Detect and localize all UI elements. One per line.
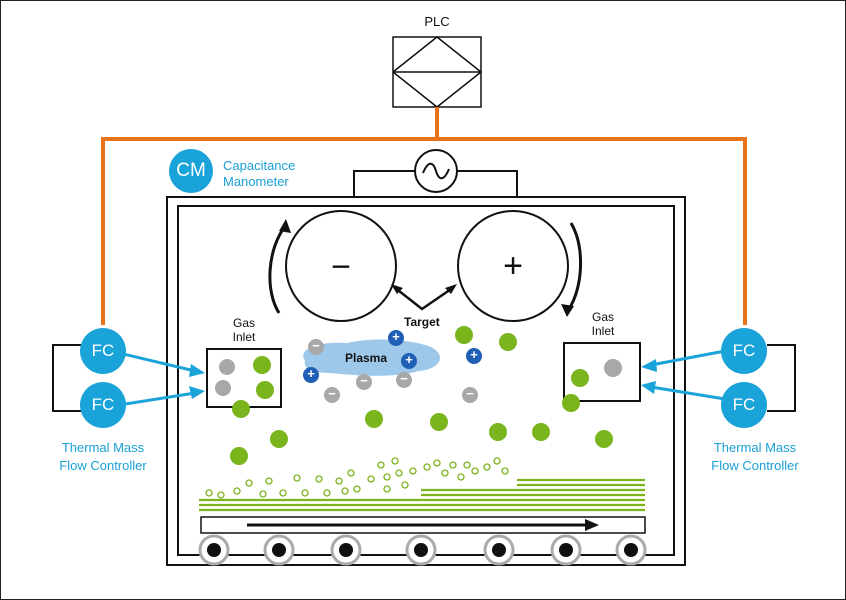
roller-icon (198, 534, 230, 566)
fc-left-top-label: FC (91, 341, 115, 360)
plasma-label: Plasma (345, 351, 388, 365)
negative-ion-sign: − (466, 386, 474, 401)
negative-ion (324, 387, 340, 403)
positive-ions (303, 330, 482, 383)
sputtered-particles (230, 326, 613, 465)
gas-inlet-right-line1: Gas (591, 310, 614, 324)
deposition-bubbles (205, 457, 509, 499)
roller-icon (263, 534, 295, 566)
negative-ion (308, 339, 324, 355)
manometer-icon (169, 149, 213, 193)
negative-ion-sign: − (312, 338, 320, 353)
manometer-abbr: CM (176, 160, 206, 181)
cathode-electrode (285, 210, 397, 322)
rollers (198, 534, 647, 566)
rotation-arrows (268, 222, 582, 314)
plc-label: PLC (424, 14, 450, 29)
gas-inlet-left-line2: Inlet (232, 330, 256, 344)
fc-arrows (118, 349, 726, 407)
gas-inlet-left-box (206, 348, 282, 408)
positive-ion (466, 348, 482, 364)
anode-electrode (457, 210, 569, 322)
flow-controller-right-bottom (721, 382, 767, 428)
flow-controller-left-bottom (80, 382, 126, 428)
fc-right-bottom-label: FC (732, 395, 756, 414)
flow-controller-left-top (80, 328, 126, 374)
positive-ion-sign: + (392, 329, 400, 344)
fc-right-caption-line2: Flow Controller (711, 458, 799, 473)
roller-icon (330, 534, 362, 566)
fc-arrowheads (189, 359, 657, 399)
manometer-name-line1: Capacitance (223, 158, 296, 173)
gas-inlet-left-line1: Gas (232, 316, 255, 330)
roller-icon (483, 534, 515, 566)
gas-particle (604, 359, 622, 377)
positive-ion (388, 330, 404, 346)
gas-particle (571, 369, 589, 387)
positive-ion-sign: + (307, 366, 315, 381)
plc-box-icon (391, 36, 483, 108)
gas-particle (215, 380, 231, 396)
negative-ion-sign: − (360, 373, 368, 388)
ac-source-icon (414, 149, 458, 193)
negative-electrode-symbol: − (331, 248, 351, 286)
power-wiring (353, 170, 518, 197)
gas-particle (256, 381, 274, 399)
roller-icon (550, 534, 582, 566)
negative-ion (356, 374, 372, 390)
negative-ion (462, 387, 478, 403)
roller-icon (405, 534, 437, 566)
gas-particle (219, 359, 235, 375)
negative-ion-sign: − (400, 371, 408, 386)
conveyor-arrow-icon (247, 519, 599, 531)
flow-controller-right-top (721, 328, 767, 374)
positive-electrode-symbol: + (503, 247, 523, 285)
negative-ion-sign: − (328, 386, 336, 401)
fc-left-bottom-label: FC (91, 395, 115, 414)
fc-right-top-label: FC (732, 341, 756, 360)
positive-ion-sign: + (470, 347, 478, 362)
fc-loops (52, 344, 796, 412)
target-label: Target (404, 315, 440, 329)
signal-wires (101, 107, 747, 325)
fc-left-caption-line2: Flow Controller (59, 458, 147, 473)
manometer-name-line2: Manometer (223, 174, 289, 189)
negative-ions (308, 339, 478, 403)
positive-ion (303, 367, 319, 383)
fc-right-caption-line1: Thermal Mass (713, 440, 797, 455)
fc-left-caption-line1: Thermal Mass (61, 440, 145, 455)
negative-ion (396, 372, 412, 388)
positive-ion (401, 353, 417, 369)
target-arrows (393, 285, 455, 311)
deposited-film (199, 478, 645, 512)
gas-particle (253, 356, 271, 374)
roller-icon (615, 534, 647, 566)
gas-inlet-right-line2: Inlet (591, 324, 615, 338)
positive-ion-sign: + (405, 352, 413, 367)
